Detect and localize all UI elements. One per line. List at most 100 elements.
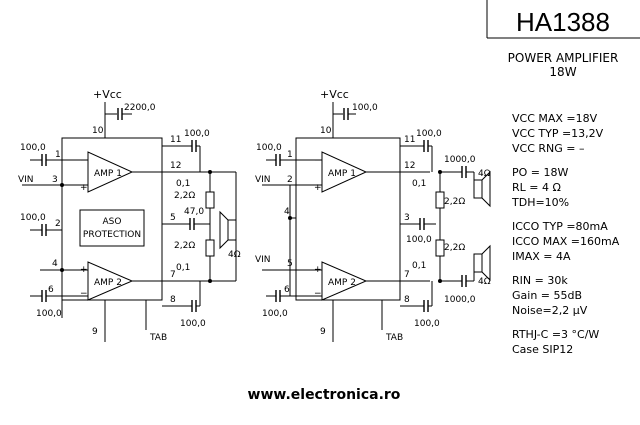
subtitle-line2: 18W [549, 65, 576, 79]
left-r2 [205, 239, 215, 257]
right-pin-1: 1 [287, 150, 293, 160]
left-load-label: 4Ω [228, 250, 241, 260]
right-c-in6-label: 100,0 [262, 309, 288, 319]
right-c01b-label: 0,1 [412, 261, 426, 271]
right-c-pin3-label: 100,0 [406, 235, 432, 245]
right-amp1-minus: − [314, 156, 322, 166]
right-pin-6: 6 [284, 285, 290, 295]
left-circuit: +Vcc 2200,0 10 AMP 1 − + AMP 2 + − ASO P… [18, 88, 241, 343]
left-pin-10: 10 [92, 126, 104, 136]
right-pin-11: 11 [404, 135, 415, 145]
left-c-in1-label: 100,0 [20, 143, 46, 153]
left-amp2-triangle [87, 261, 134, 301]
spec-gain: Gain = 55dB [512, 289, 582, 302]
right-amp2-label: AMP 2 [328, 278, 356, 288]
left-c-pin6-label: 100,0 [36, 309, 62, 319]
right-amp2-minus: − [314, 289, 322, 299]
right-r2 [435, 239, 445, 257]
left-amp2-minus: − [80, 289, 88, 299]
right-tab-label: TAB [385, 333, 403, 343]
right-r1 [435, 191, 445, 209]
spec-tdh: TDH=10% [511, 196, 569, 209]
right-amp2-triangle [321, 261, 368, 301]
right-load2-label: 4Ω [478, 277, 491, 287]
spec-vcc-max: VCC MAX =18V [512, 112, 598, 125]
right-ic-body [295, 137, 401, 301]
right-c-in1-label: 100,0 [256, 143, 282, 153]
left-tab-label: TAB [149, 333, 167, 343]
left-speaker-cone-icon [219, 210, 229, 250]
left-pin-4: 4 [52, 259, 58, 269]
right-speaker1-coil [473, 179, 483, 199]
right-pin-9: 9 [320, 327, 326, 337]
left-amp1-label: AMP 1 [94, 169, 122, 179]
right-vin1-label: VIN [255, 175, 271, 185]
right-load1-label: 4Ω [478, 169, 491, 179]
spec-icco-typ: ICCO TYP =80mA [512, 220, 608, 233]
website-link[interactable]: www.electronica.ro [248, 387, 401, 403]
right-c-out1-label: 1000,0 [444, 155, 476, 165]
left-c-in2-label: 100,0 [20, 213, 46, 223]
spec-vcc-typ: VCC TYP =13,2V [512, 127, 604, 140]
subtitle-line1: POWER AMPLIFIER [508, 51, 619, 65]
spec-case: Case SIP12 [512, 343, 573, 356]
part-number: HA1388 [516, 7, 610, 37]
left-pin-11: 11 [170, 135, 181, 145]
left-c-pin8-label: 100,0 [180, 319, 206, 329]
left-pin-5: 5 [170, 213, 176, 223]
protection-label: PROTECTION [83, 230, 141, 240]
left-pin-1: 1 [55, 150, 61, 160]
spec-vcc-rng: VCC RNG = – [512, 142, 585, 155]
right-speaker2-coil [473, 253, 483, 273]
left-c-pin11-label: 100,0 [184, 129, 210, 139]
spec-rin: RIN = 30k [512, 274, 568, 287]
left-vcc-label: +Vcc [93, 88, 122, 101]
left-pin-12: 12 [170, 161, 181, 171]
right-amp1-plus: + [314, 183, 322, 193]
right-c-out2-label: 1000,0 [444, 295, 476, 305]
right-c01a-label: 0,1 [412, 179, 426, 189]
left-c-supply-label: 2200,0 [124, 103, 156, 113]
left-r1-label: 2,2Ω [174, 191, 195, 201]
left-pin-3: 3 [52, 175, 58, 185]
right-pin-12: 12 [404, 161, 415, 171]
right-r2-label: 2,2Ω [444, 243, 465, 253]
left-ic-body [61, 137, 163, 301]
left-pin-9: 9 [92, 327, 98, 337]
left-c01b-label: 0,1 [176, 263, 190, 273]
spec-rthj: RTHJ-C =3 °C/W [512, 328, 599, 341]
right-pin-3: 3 [404, 213, 410, 223]
right-pin-5: 5 [287, 259, 293, 269]
spec-rl: RL = 4 Ω [512, 181, 561, 194]
right-pin-10: 10 [320, 126, 332, 136]
spec-icco-max: ICCO MAX =160mA [512, 235, 620, 248]
left-pin4-node [60, 268, 64, 272]
right-c-pin11-label: 100,0 [416, 129, 442, 139]
spec-po: PO = 18W [512, 166, 568, 179]
left-amp1-plus: + [80, 183, 88, 193]
left-pin-8: 8 [170, 295, 176, 305]
right-circuit: +Vcc 100,0 10 AMP 1 − + AMP 2 + − 100,0 … [255, 88, 491, 343]
right-vcc-label: +Vcc [320, 88, 349, 101]
left-pin-7: 7 [170, 270, 176, 280]
right-amp1-triangle [321, 151, 368, 193]
right-vin2-label: VIN [255, 255, 271, 265]
left-c01a-label: 0,1 [176, 179, 190, 189]
left-c-mid-label: 47,0 [184, 207, 204, 217]
specs-panel: VCC MAX =18V VCC TYP =13,2V VCC RNG = – … [511, 112, 620, 356]
left-r1 [205, 191, 215, 209]
left-amp1-minus: − [80, 156, 88, 166]
aso-label: ASO [103, 217, 122, 227]
right-c-supply-label: 100,0 [352, 103, 378, 113]
right-r1-label: 2,2Ω [444, 197, 465, 207]
right-pin-8: 8 [404, 295, 410, 305]
title-block: HA1388 POWER AMPLIFIER 18W [486, 0, 640, 79]
left-amp1-triangle [87, 151, 134, 193]
spec-noise: Noise=2,2 µV [512, 304, 588, 317]
left-pin-2: 2 [55, 219, 61, 229]
left-amp2-label: AMP 2 [94, 278, 122, 288]
aso-protection-box [79, 209, 145, 247]
right-speaker1-cone-icon [481, 170, 491, 208]
